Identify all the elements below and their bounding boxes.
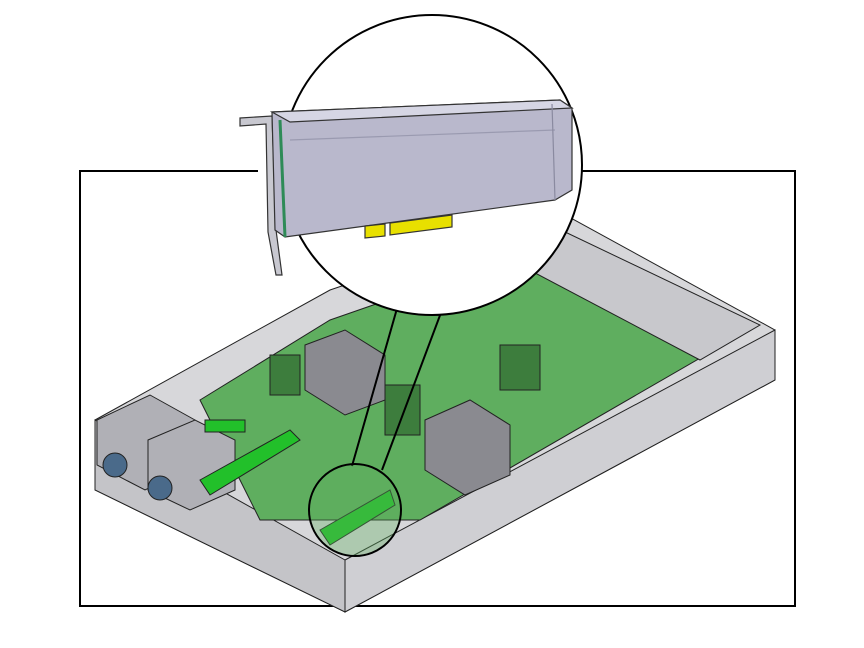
server-chassis	[94, 211, 776, 613]
pcie-risers	[199, 419, 396, 546]
gold-fingers-main	[389, 214, 453, 236]
slot-detail-circle	[308, 463, 402, 557]
pcie-card	[239, 99, 574, 276]
psu-handle-2	[147, 475, 173, 501]
psu-handle-1	[102, 452, 128, 478]
memory-dimms	[269, 344, 541, 436]
callout-magnifier	[239, 14, 583, 316]
card-top-face	[269, 99, 574, 123]
illustration-frame	[79, 170, 796, 607]
callout-lines	[351, 304, 443, 471]
heatsink-right	[424, 399, 511, 496]
gold-fingers	[364, 223, 386, 239]
